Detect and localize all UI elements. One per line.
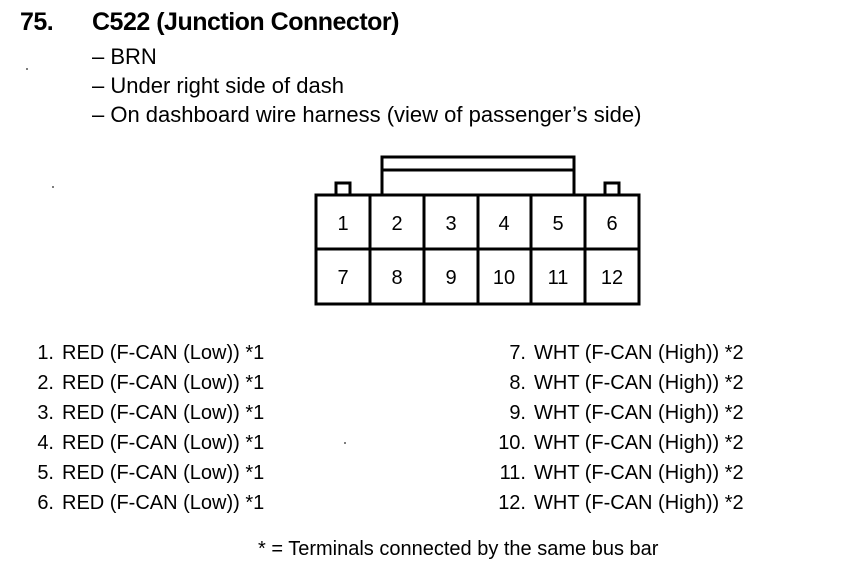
pin-row: 12. WHT (F-CAN (High)) *2 — [494, 488, 744, 518]
connector-color: – BRN — [92, 44, 157, 69]
pin-row: 1. RED (F-CAN (Low)) *1 — [32, 338, 264, 368]
pin-row: 6. RED (F-CAN (Low)) *1 — [32, 488, 264, 518]
pin-description: RED (F-CAN (Low)) *1 — [62, 462, 265, 484]
pin-row: 2. RED (F-CAN (Low)) *1 — [32, 368, 264, 398]
pin-list-right: 7. WHT (F-CAN (High)) *2 8. WHT (F-CAN (Hi… — [494, 338, 744, 518]
pin-row: 3. RED (F-CAN (Low)) *1 — [32, 398, 264, 428]
pin-row: 11. WHT (F-CAN (High)) *2 — [494, 458, 744, 488]
pin-description: RED (F-CAN (Low)) *1 — [62, 372, 265, 394]
cavity-5-label: 5 — [552, 213, 563, 235]
pin-description: WHT (F-CAN (High)) *2 — [534, 462, 744, 484]
pin-number: 7. — [509, 342, 526, 364]
pin-row: 9. WHT (F-CAN (High)) *2 — [494, 398, 744, 428]
latch-nubs — [334, 181, 621, 195]
pin-description: WHT (F-CAN (High)) *2 — [534, 342, 744, 364]
pin-number: 2. — [37, 372, 54, 394]
pin-row: 10. WHT (F-CAN (High)) *2 — [494, 428, 744, 458]
pin-row: 8. WHT (F-CAN (High)) *2 — [494, 368, 744, 398]
pin-description: RED (F-CAN (Low)) *1 — [62, 492, 265, 514]
pin-number: 4. — [37, 432, 54, 454]
pin-number: 8. — [509, 372, 526, 394]
section-number: 75. — [20, 8, 54, 36]
pin-row: 5. RED (F-CAN (Low)) *1 — [32, 458, 264, 488]
pin-description: WHT (F-CAN (High)) *2 — [534, 402, 744, 424]
pin-number: 6. — [37, 492, 54, 514]
pin-number: 1. — [37, 342, 54, 364]
scan-speck — [26, 68, 28, 70]
cavity-1-label: 1 — [337, 213, 348, 235]
pin-description: WHT (F-CAN (High)) *2 — [534, 372, 744, 394]
pin-description: WHT (F-CAN (High)) *2 — [534, 492, 744, 514]
pin-row: 7. WHT (F-CAN (High)) *2 — [494, 338, 744, 368]
cavity-11-label: 11 — [548, 267, 569, 289]
pin-description: RED (F-CAN (Low)) *1 — [62, 402, 265, 424]
footnote: * = Terminals connected by the same bus … — [258, 538, 659, 560]
pin-list-left: 1. RED (F-CAN (Low)) *1 2. RED (F-CAN (Low… — [32, 338, 264, 518]
pin-number: 5. — [37, 462, 54, 484]
pin-number: 9. — [509, 402, 526, 424]
connector-location: – Under right side of dash — [92, 73, 344, 98]
pin-row: 4. RED (F-CAN (Low)) *1 — [32, 428, 264, 458]
cavity-9-label: 9 — [445, 267, 456, 289]
connector-harness: – On dashboard wire harness (view of pas… — [92, 102, 642, 127]
cavity-10-label: 10 — [493, 267, 515, 289]
connector-title: C522 (Junction Connector) — [92, 8, 399, 36]
scan-speck — [344, 442, 346, 444]
cavity-grid — [316, 195, 639, 304]
cavity-8-label: 8 — [391, 267, 402, 289]
cavity-4-label: 4 — [498, 213, 509, 235]
pin-description: WHT (F-CAN (High)) *2 — [534, 432, 744, 454]
scan-speck — [52, 186, 54, 188]
pin-number: 3. — [37, 402, 54, 424]
pin-number: 10. — [498, 432, 526, 454]
pin-description: RED (F-CAN (Low)) *1 — [62, 432, 265, 454]
cavity-7-label: 7 — [337, 267, 348, 289]
cavity-3-label: 3 — [445, 213, 456, 235]
cavity-6-label: 6 — [606, 213, 617, 235]
cavity-2-label: 2 — [391, 213, 402, 235]
pin-number: 11. — [499, 462, 526, 484]
pin-number: 12. — [498, 492, 526, 514]
pin-description: RED (F-CAN (Low)) *1 — [62, 342, 265, 364]
locking-tab — [380, 155, 576, 195]
cavity-12-label: 12 — [601, 267, 623, 289]
